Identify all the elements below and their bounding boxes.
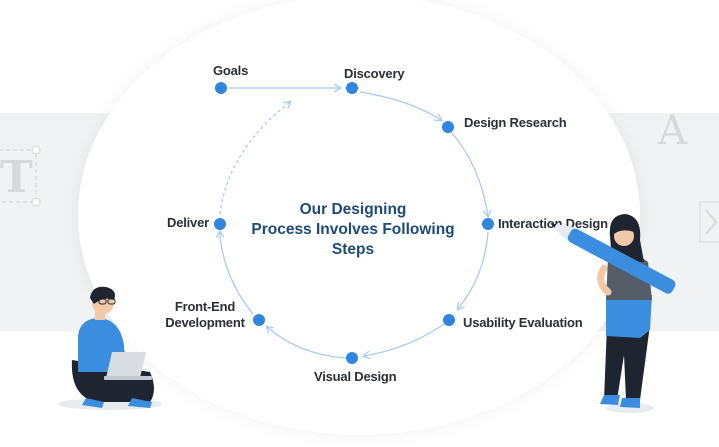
node-visual-design	[346, 352, 358, 364]
arrow-usability-visual	[364, 323, 445, 356]
label-discovery: Discovery	[344, 66, 405, 81]
label-design-research: Design Research	[464, 115, 567, 130]
label-visual-design: Visual Design	[314, 369, 397, 384]
arrow-research-interaction	[450, 131, 488, 216]
title-line-2: Process Involves Following	[251, 221, 455, 238]
node-interaction-design	[482, 218, 494, 230]
node-discovery	[346, 82, 358, 94]
title-line-3: Steps	[331, 241, 375, 258]
letter-t-decoration: T	[0, 152, 33, 203]
arrow-interaction-usability	[458, 231, 489, 309]
label-usability-evaluation: Usability Evaluation	[463, 315, 583, 330]
center-circle	[78, 0, 640, 435]
node-deliver	[214, 218, 226, 230]
arrow-discovery-research	[359, 91, 441, 120]
arrow-visual-frontend	[267, 327, 347, 359]
title-line-1: Our Designing	[299, 201, 407, 218]
diagram-title: Our Designing Process Involves Following…	[240, 200, 466, 260]
node-usability-evaluation	[443, 314, 455, 326]
label-front-end-development: Front-End Development	[160, 299, 250, 331]
label-front-end-line2: Development	[165, 315, 245, 330]
node-goals	[215, 82, 227, 94]
node-front-end-development	[253, 314, 265, 326]
arrow-frontend-deliver	[220, 232, 254, 315]
arrow-deliver-loop	[219, 102, 290, 215]
label-interaction-design: Interaction Design	[498, 216, 608, 231]
label-deliver: Deliver	[167, 215, 209, 230]
label-front-end-line1: Front-End	[174, 299, 236, 314]
letter-a-decoration: A	[658, 108, 687, 154]
label-goals: Goals	[213, 63, 249, 78]
node-design-research	[442, 121, 454, 133]
